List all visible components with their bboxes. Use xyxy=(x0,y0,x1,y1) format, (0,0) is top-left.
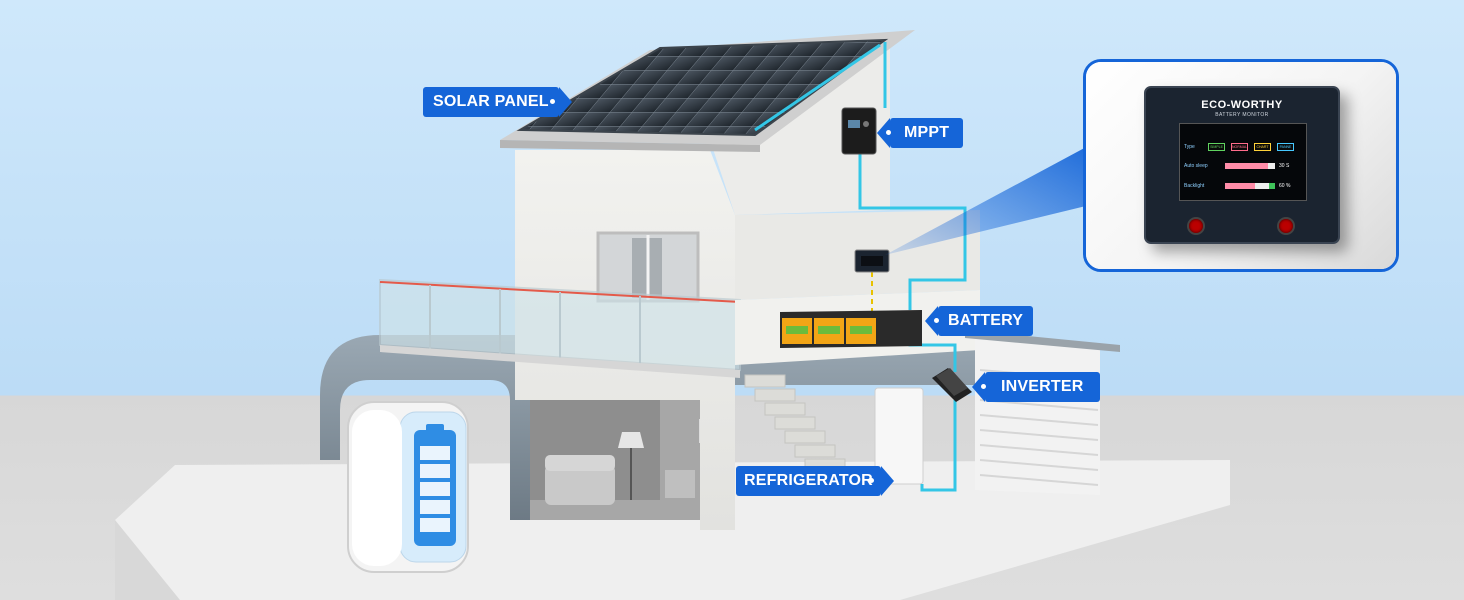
auto-sleep-bar-rest xyxy=(1267,163,1275,169)
inverter-label-text: INVERTER xyxy=(985,372,1100,402)
label-dot xyxy=(934,318,939,323)
battery-monitor-small xyxy=(854,249,890,273)
type-option-simple: SIMPLE xyxy=(1208,143,1225,151)
auto-sleep-value: 30 S xyxy=(1279,163,1290,169)
battery-label-text: BATTERY xyxy=(938,306,1034,336)
auto-sleep-bar xyxy=(1225,163,1275,169)
backlight-bar-accent xyxy=(1269,183,1275,189)
label-dot xyxy=(869,478,874,483)
inverter-label: INVERTER xyxy=(972,372,1100,402)
backlight-bar-rest xyxy=(1255,183,1275,189)
battery-label: BATTERY xyxy=(925,306,1034,336)
label-pointer xyxy=(558,87,572,117)
zoom-beam xyxy=(885,145,1090,255)
battery-monitor-callout: ECO-WORTHY BATTERY MONITOR Type SIMPLE N… xyxy=(1083,59,1399,272)
living-room xyxy=(320,335,1000,520)
monitor-brand: ECO-WORTHY xyxy=(1201,99,1283,111)
refrigerator-unit xyxy=(874,387,924,485)
label-pointer xyxy=(877,118,890,148)
type-option-normal: NORMAL xyxy=(1231,143,1248,151)
backlight-label: Backlight xyxy=(1184,183,1205,189)
garage xyxy=(965,330,1120,495)
battery-monitor-display: ECO-WORTHY BATTERY MONITOR Type SIMPLE N… xyxy=(1144,86,1340,244)
label-pointer xyxy=(972,372,985,402)
refrigerator-label-text: REFRIGERATOR xyxy=(736,466,881,496)
backlight-value: 60 % xyxy=(1279,183,1291,189)
inverter-unit xyxy=(932,368,972,402)
type-option-panne: PANNE xyxy=(1277,143,1294,151)
staircase xyxy=(744,374,846,472)
monitor-screen: Type SIMPLE NORMAL CHART PANNE Auto slee… xyxy=(1179,123,1307,201)
power-button-icon xyxy=(1279,219,1293,233)
type-option-chart: CHART xyxy=(1254,143,1271,151)
label-dot xyxy=(886,130,891,135)
label-dot xyxy=(981,384,986,389)
mppt-label: MPPT xyxy=(877,118,964,148)
mppt-controller xyxy=(841,107,877,155)
solar-panel-array xyxy=(516,38,889,137)
label-dot xyxy=(550,99,555,104)
battery-bank xyxy=(780,310,922,348)
backlight-bar xyxy=(1225,183,1275,189)
monitor-subtitle: BATTERY MONITOR xyxy=(1215,112,1269,118)
power-button-icon xyxy=(1189,219,1203,233)
solar-panel-label: SOLAR PANEL xyxy=(423,87,572,117)
label-pointer xyxy=(925,306,938,336)
ground-slab-edge xyxy=(115,520,180,600)
balcony xyxy=(379,278,741,378)
label-pointer xyxy=(880,466,894,496)
mppt-label-text: MPPT xyxy=(890,118,964,148)
power-wiring xyxy=(754,42,967,492)
auto-sleep-label: Auto sleep xyxy=(1184,163,1208,169)
battery-icon xyxy=(414,424,456,546)
refrigerator-label: REFRIGERATOR xyxy=(736,466,894,496)
type-label: Type xyxy=(1184,144,1195,150)
solar-panel-label-text: SOLAR PANEL xyxy=(423,87,559,117)
